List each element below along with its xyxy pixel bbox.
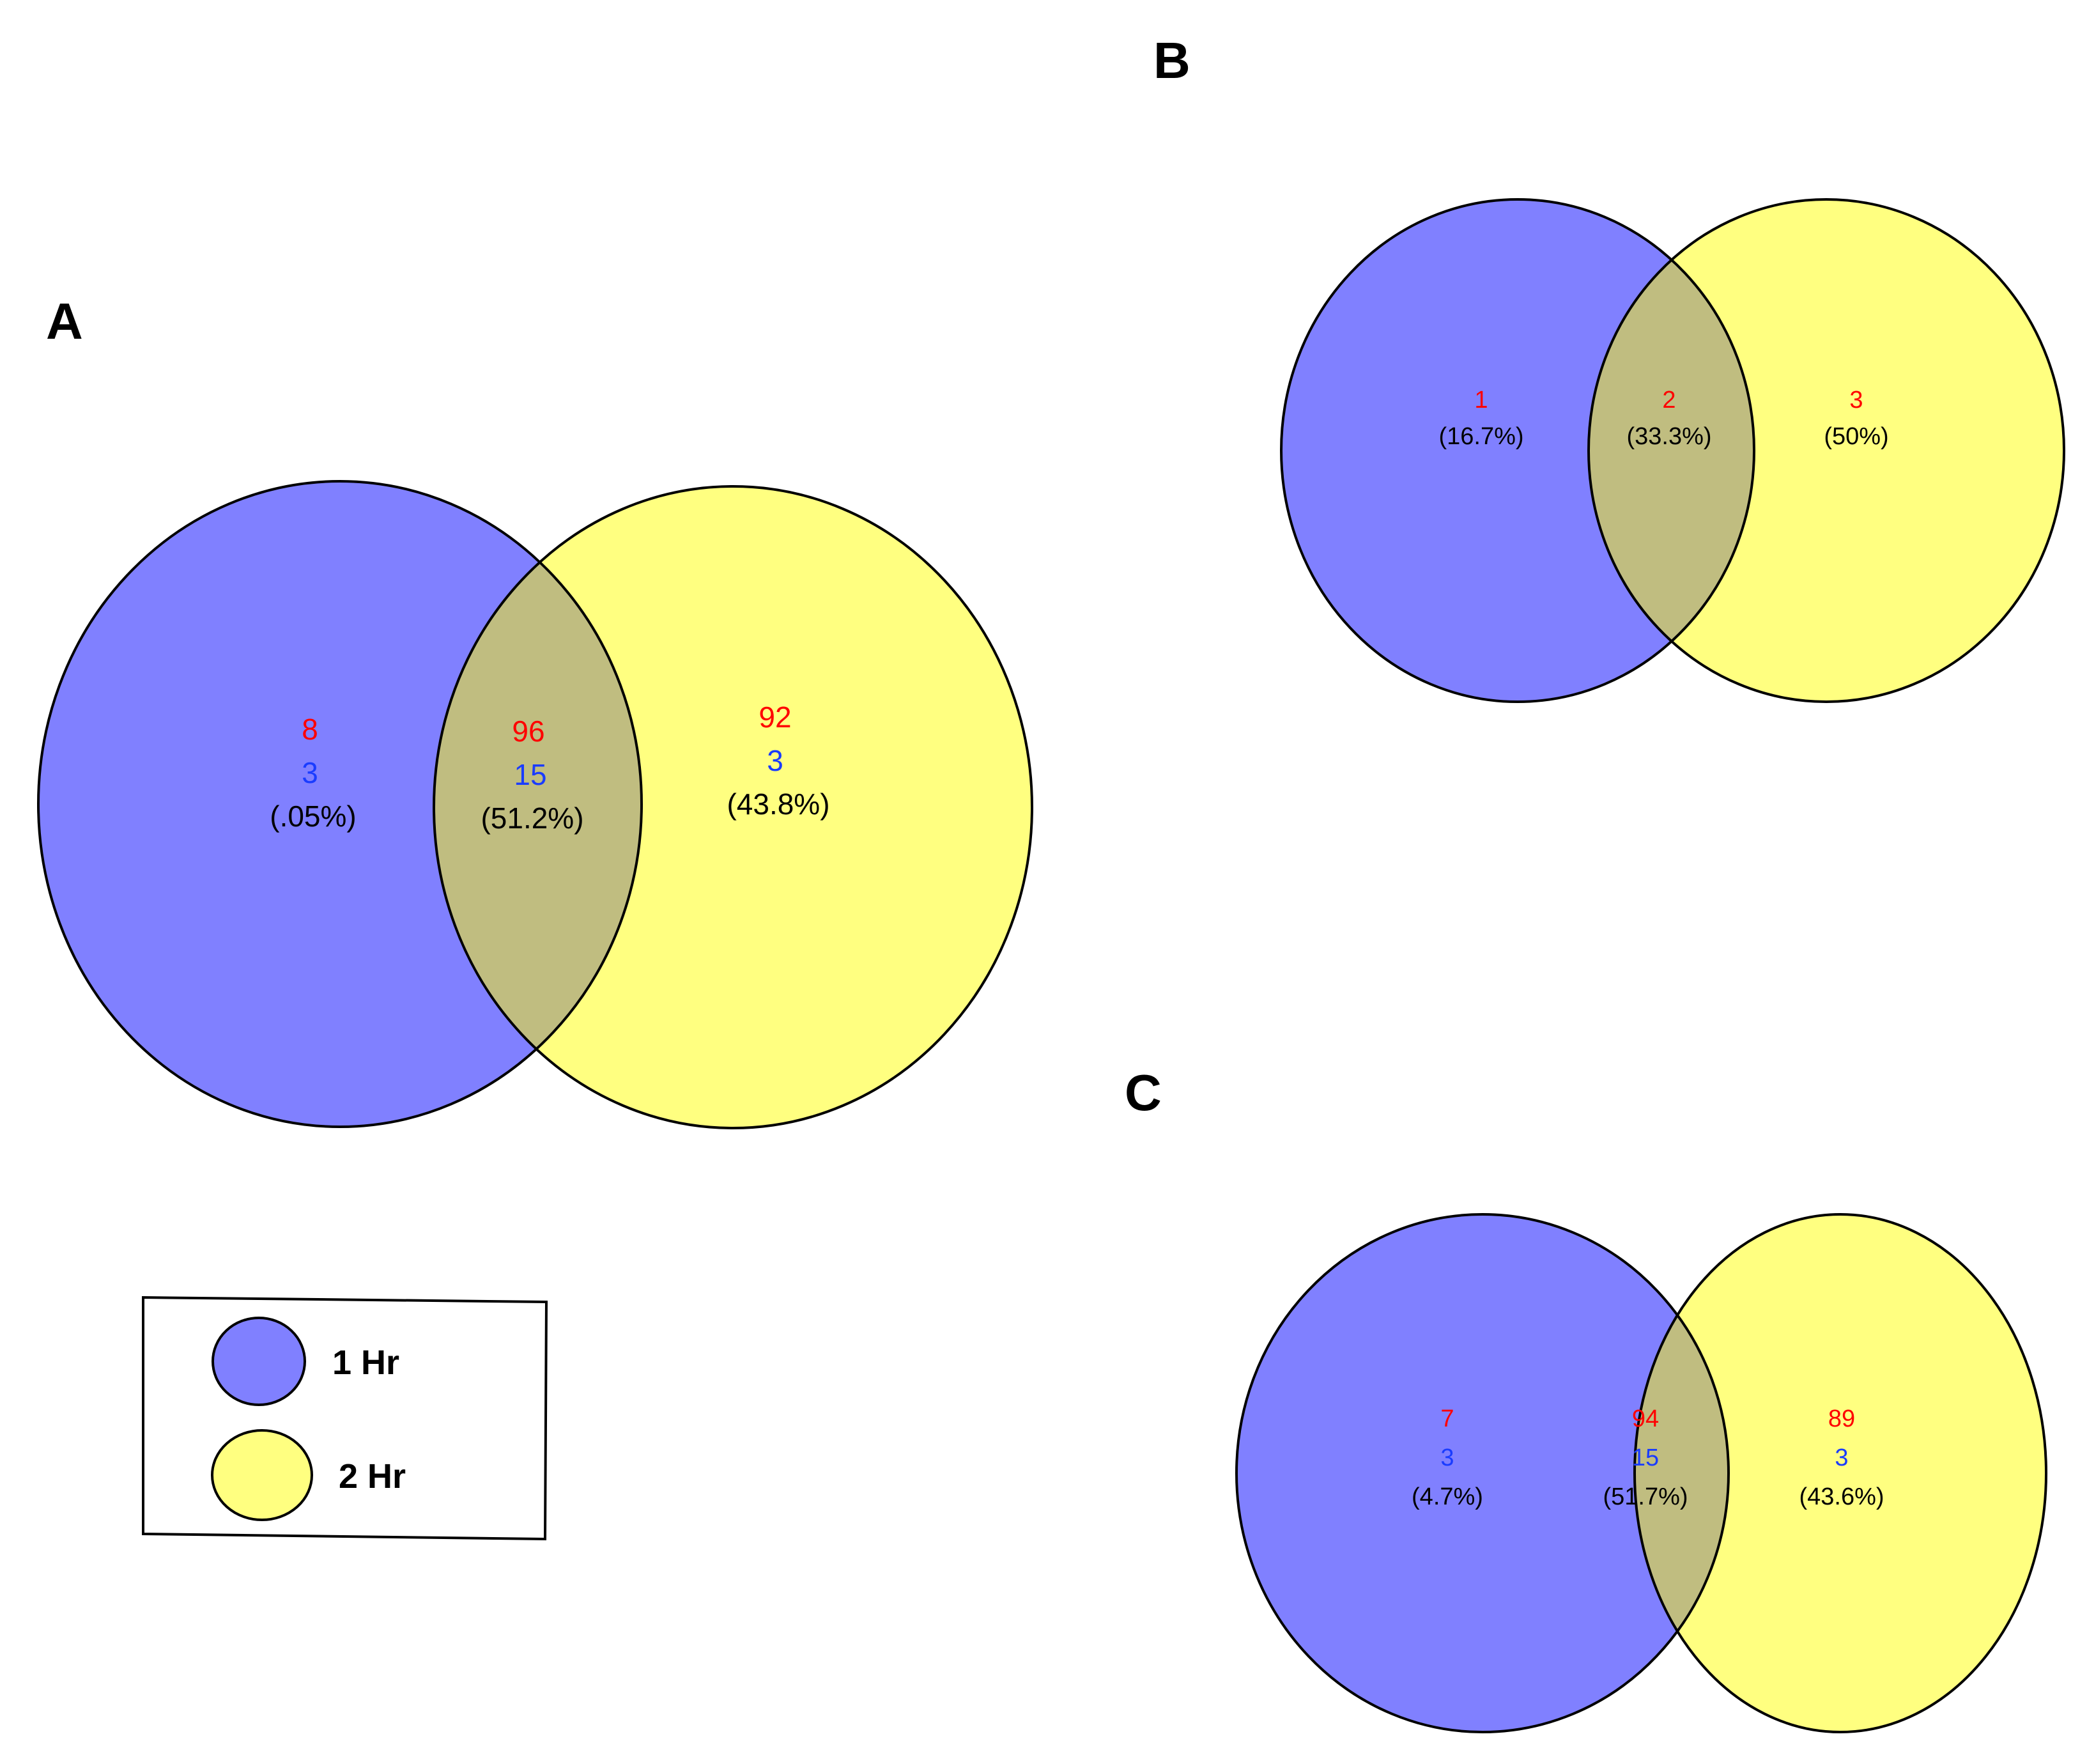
panel-b-overlap-red-count: 2 bbox=[1662, 387, 1676, 414]
panel-a-right-red-count: 92 bbox=[759, 700, 791, 734]
panel-a-overlap-percent: (51.2%) bbox=[481, 801, 583, 835]
panel-b-2hr-outline bbox=[1587, 198, 2065, 703]
panel-c-2hr-circle bbox=[1635, 1214, 2046, 1732]
legend-swatch-1hr bbox=[212, 1317, 306, 1406]
panel-c-overlap-blue-count: 15 bbox=[1632, 1444, 1659, 1471]
panel-b: B 1 (16.7%) 2 (33.3%) 3 (50%) bbox=[1153, 32, 2065, 703]
panel-c-overlap-percent: (51.7%) bbox=[1603, 1483, 1688, 1510]
panel-c-1hr-circle bbox=[1236, 1214, 1729, 1732]
panel-c: C 7 3 (4.7%) 94 15 (51.7%) 89 3 (43.6%) bbox=[1125, 1064, 2047, 1733]
legend-swatch-2hr bbox=[211, 1429, 313, 1521]
panel-c-overlap-red-count: 94 bbox=[1632, 1405, 1659, 1432]
panel-c-left-red-count: 7 bbox=[1440, 1405, 1454, 1432]
panel-c-right-percent: (43.6%) bbox=[1799, 1483, 1884, 1510]
legend-label-1hr: 1 Hr bbox=[332, 1343, 399, 1382]
panel-a: A 8 3 (.05%) 96 15 (51.2%) 92 3 (43.8%) bbox=[37, 293, 1033, 1129]
panel-b-right-percent: (50%) bbox=[1824, 423, 1888, 450]
panel-b-left-red-count: 1 bbox=[1474, 387, 1488, 414]
panel-b-overlap-percent: (33.3%) bbox=[1626, 423, 1711, 450]
panel-a-right-blue-count: 3 bbox=[767, 744, 783, 777]
panel-a-left-red-count: 8 bbox=[302, 713, 318, 746]
panel-a-overlap-blue-count: 15 bbox=[514, 758, 546, 791]
panel-a-1hr-outline bbox=[37, 480, 643, 1128]
panel-b-overlap-region bbox=[1589, 199, 1754, 702]
panel-a-2hr-outline bbox=[433, 485, 1033, 1129]
panel-a-left-blue-count: 3 bbox=[302, 756, 318, 789]
panel-a-overlap-region bbox=[434, 486, 642, 1127]
panel-b-right-red-count: 3 bbox=[1849, 387, 1863, 414]
panel-b-left-percent: (16.7%) bbox=[1438, 423, 1523, 450]
panel-b-1hr-outline bbox=[1280, 198, 1755, 703]
panel-c-1hr-outline bbox=[1235, 1213, 1730, 1733]
panel-c-label: C bbox=[1125, 1064, 1162, 1121]
panel-b-label: B bbox=[1153, 32, 1190, 89]
legend-label-2hr: 2 Hr bbox=[339, 1457, 406, 1496]
panel-a-right-percent: (43.8%) bbox=[727, 787, 829, 821]
panel-a-overlap-red-count: 96 bbox=[512, 715, 544, 748]
panel-c-2hr-outline bbox=[1633, 1213, 2047, 1733]
panel-c-left-blue-count: 3 bbox=[1440, 1444, 1454, 1471]
panel-a-left-percent: (.05%) bbox=[270, 800, 356, 833]
panel-c-left-percent: (4.7%) bbox=[1412, 1483, 1483, 1510]
legend: 1 Hr 2 Hr bbox=[142, 1296, 548, 1541]
panel-a-label: A bbox=[46, 293, 83, 350]
panel-c-right-red-count: 89 bbox=[1828, 1405, 1855, 1432]
legend-box bbox=[142, 1296, 548, 1541]
panel-c-right-blue-count: 3 bbox=[1835, 1444, 1848, 1471]
